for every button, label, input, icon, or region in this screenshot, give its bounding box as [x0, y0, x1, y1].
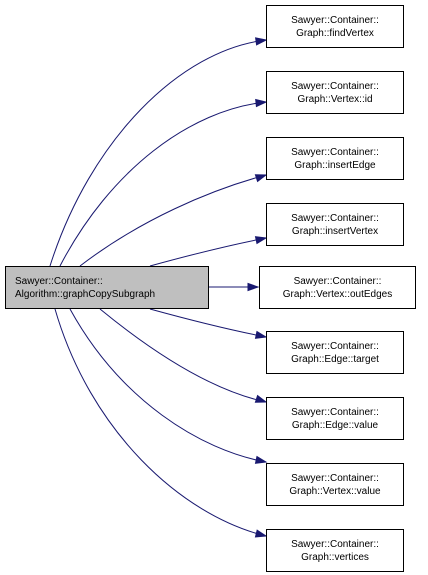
target-node-find-vertex[interactable]: Sawyer::Container:: Graph::findVertex — [266, 5, 404, 48]
call-edge-1 — [49, 39, 267, 267]
arrowhead-icon — [255, 37, 268, 46]
arrowhead-icon — [254, 236, 268, 245]
target-node-vertex-value[interactable]: Sawyer::Container:: Graph::Vertex::value — [266, 463, 404, 506]
call-edge-4 — [149, 237, 267, 267]
target-node-vertex-out-edges[interactable]: Sawyer::Container:: Graph::Vertex::outEd… — [259, 266, 416, 309]
arrowhead-icon — [254, 455, 268, 464]
target-node-line2: Graph::Edge::value — [291, 419, 379, 431]
target-node-line1: Sawyer::Container:: — [291, 472, 379, 484]
target-node-vertices[interactable]: Sawyer::Container:: Graph::vertices — [266, 529, 404, 572]
target-node-insert-vertex[interactable]: Sawyer::Container:: Graph::insertVertex — [266, 203, 404, 246]
target-node-line2: Graph::insertVertex — [291, 225, 379, 237]
target-node-line2: Graph::Vertex::outEdges — [282, 288, 393, 300]
target-node-line1: Sawyer::Container:: — [293, 275, 382, 287]
arrowhead-icon — [247, 282, 260, 292]
target-node-line2: Graph::Edge::target — [291, 353, 379, 365]
target-node-line2: Graph::Vertex::id — [297, 93, 373, 105]
call-edge-7 — [99, 308, 267, 403]
source-node-line2: Algorithm::graphCopySubgraph — [15, 288, 156, 300]
target-node-line1: Sawyer::Container:: — [291, 538, 379, 550]
target-node-line2: Graph::vertices — [301, 551, 369, 563]
target-node-line2: Graph::Vertex::value — [289, 485, 381, 497]
arrowhead-icon — [254, 330, 268, 339]
target-node-line1: Sawyer::Container:: — [291, 14, 379, 26]
arrowhead-icon — [255, 98, 268, 108]
call-edge-2 — [59, 101, 267, 267]
target-node-line2: Graph::insertEdge — [294, 159, 376, 171]
arrowhead-icon — [254, 529, 268, 538]
target-node-edge-value[interactable]: Sawyer::Container:: Graph::Edge::value — [266, 397, 404, 440]
target-node-line1: Sawyer::Container:: — [291, 80, 379, 92]
target-node-insert-edge[interactable]: Sawyer::Container:: Graph::insertEdge — [266, 137, 404, 180]
target-node-line1: Sawyer::Container:: — [291, 146, 379, 158]
source-node[interactable]: Sawyer::Container:: Algorithm::graphCopy… — [5, 266, 209, 309]
call-edge-9 — [54, 308, 267, 537]
target-node-line1: Sawyer::Container:: — [291, 406, 379, 418]
call-edge-8 — [69, 308, 267, 463]
call-edge-6 — [149, 308, 267, 338]
target-node-line2: Graph::findVertex — [296, 27, 374, 39]
call-edge-3 — [79, 174, 267, 267]
target-node-line1: Sawyer::Container:: — [291, 340, 379, 352]
source-node-line1: Sawyer::Container:: — [15, 275, 103, 287]
arrowhead-icon — [254, 174, 268, 183]
target-node-line1: Sawyer::Container:: — [291, 212, 379, 224]
arrowhead-icon — [254, 394, 268, 403]
target-node-edge-target[interactable]: Sawyer::Container:: Graph::Edge::target — [266, 331, 404, 374]
target-node-vertex-id[interactable]: Sawyer::Container:: Graph::Vertex::id — [266, 71, 404, 114]
